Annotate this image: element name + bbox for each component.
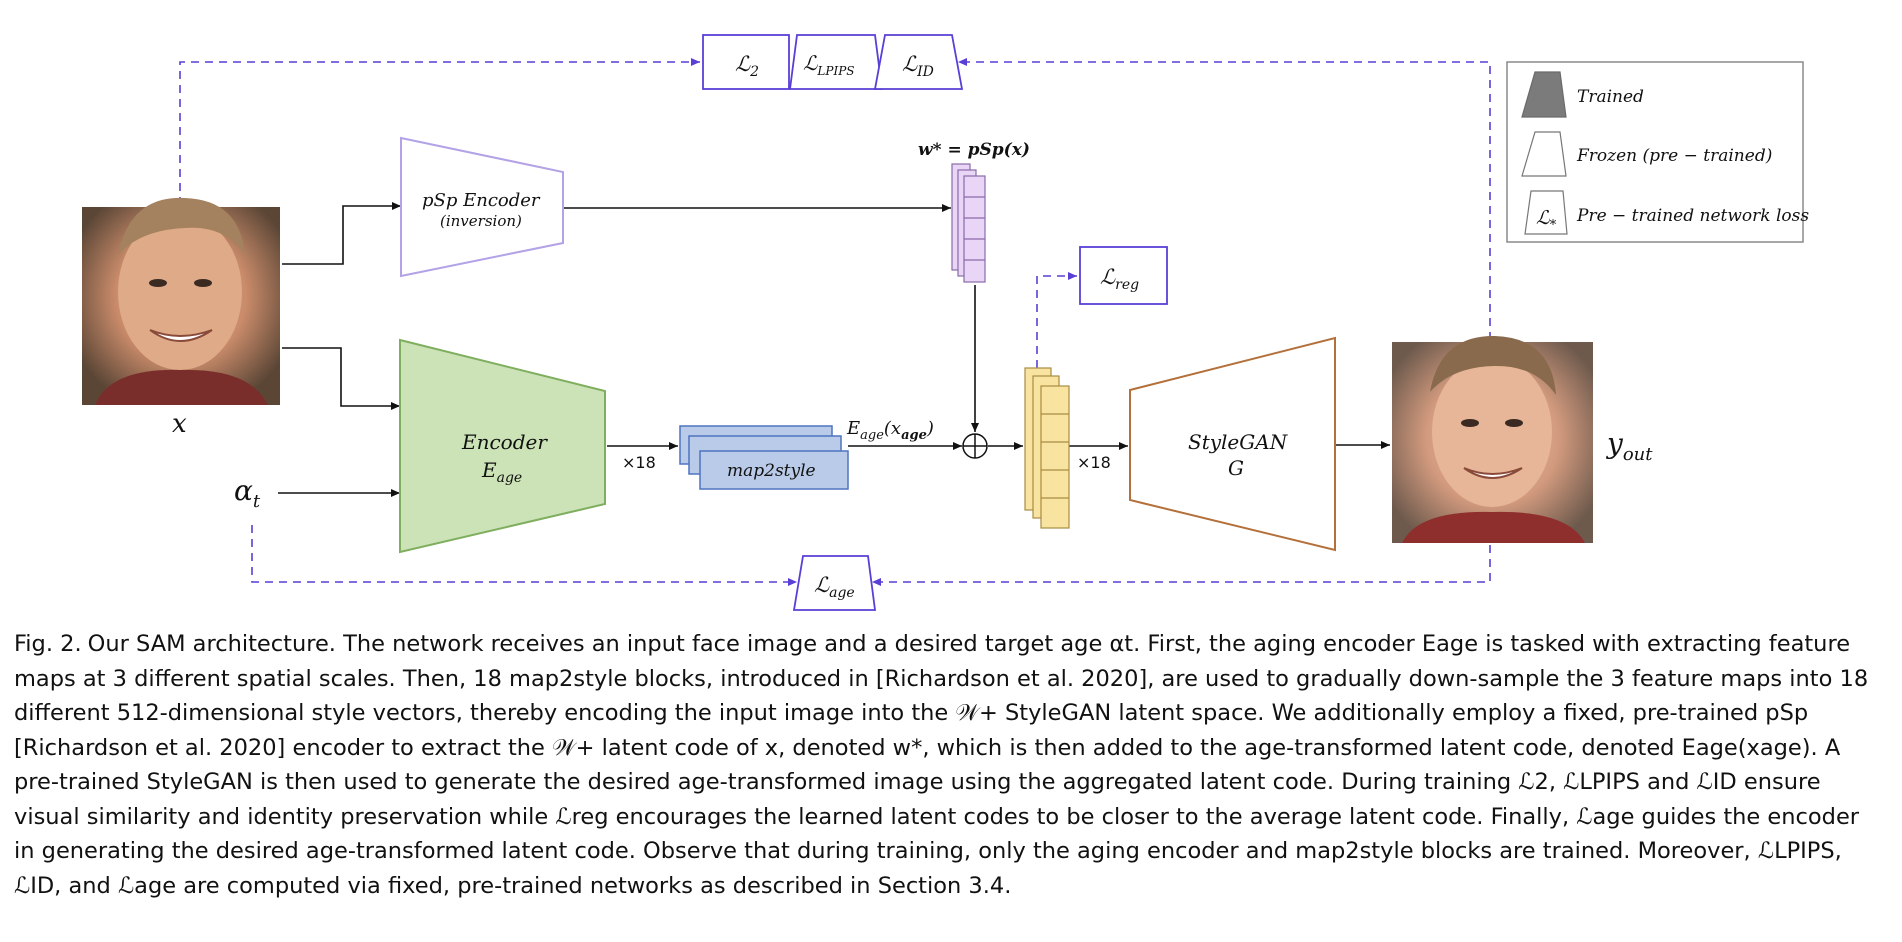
stylegan-generator: StyleGAN G — [1129, 336, 1336, 552]
psp-encoder: pSp Encoder (inversion) — [400, 136, 564, 278]
age-encoder: Encoder Eage — [399, 338, 606, 554]
output-face-image — [1392, 335, 1593, 543]
e-age-label: Eage(xage) — [846, 418, 934, 443]
loss-lage-box: ℒage — [792, 555, 877, 611]
sum-node — [962, 433, 988, 459]
architecture-diagram: ℒ2 ℒLPIPS ℒID Trained Frozen (pre − trai… — [82, 34, 1809, 611]
input-x-label: x — [172, 409, 187, 439]
map2style-label: map2style — [727, 461, 816, 481]
legend-loss-symbol-sub: * — [1550, 218, 1557, 233]
loss-l2-sub: 2 — [749, 64, 759, 80]
stylegan-line1: StyleGAN — [1188, 430, 1289, 454]
x18-right-label: ×18 — [1077, 453, 1111, 472]
loss-lpips-box: ℒLPIPS — [788, 34, 884, 90]
legend-loss-symbol: ℒ — [1536, 207, 1551, 229]
legend-trained-swatch — [1521, 71, 1567, 118]
dashed-loss-connections — [179, 58, 1491, 586]
loss-l2-box: ℒ2 — [702, 34, 790, 90]
w-star-label: w* = pSp(x) — [918, 140, 1030, 160]
legend-frozen-label: Frozen (pre − trained) — [1576, 146, 1772, 166]
w-star-latent-stack — [951, 163, 986, 283]
loss-lpips-symbol: ℒ — [803, 51, 818, 75]
age-encoder-line2: Eage — [481, 458, 522, 486]
svg-text:ℒ*: ℒ* — [1536, 207, 1557, 233]
x18-left-label: ×18 — [622, 453, 656, 472]
loss-lid-box: ℒID — [873, 34, 964, 90]
map2style-blocks — [679, 425, 849, 490]
loss-lpips-sub: LPIPS — [816, 64, 854, 78]
caption-text: Our SAM architecture. The network receiv… — [14, 631, 1869, 899]
loss-lreg-symbol: ℒ — [1100, 265, 1116, 289]
output-y-label: yout — [1605, 427, 1653, 465]
legend-loss-label: Pre − trained network loss — [1576, 206, 1809, 226]
legend-loss-swatch — [1524, 190, 1568, 235]
svg-text:ℒreg: ℒreg — [1100, 265, 1139, 293]
loss-l2-symbol: ℒ — [735, 52, 751, 76]
loss-lid-sub: ID — [916, 64, 934, 80]
svg-text:ℒage: ℒage — [814, 573, 855, 601]
aggregated-latent-stack — [1024, 367, 1070, 529]
legend-trained-label: Trained — [1577, 87, 1644, 107]
svg-text:ℒID: ℒID — [902, 52, 934, 80]
age-encoder-line1: Encoder — [461, 430, 548, 454]
loss-lid-symbol: ℒ — [902, 52, 918, 76]
input-face-image — [82, 197, 280, 405]
figure-caption: Fig. 2.Our SAM architecture. The network… — [14, 627, 1886, 903]
psp-encoder-line2: (inversion) — [440, 212, 522, 230]
figure-number: Fig. 2. — [14, 631, 82, 657]
legend-frozen-swatch — [1521, 131, 1567, 177]
loss-lreg-sub: reg — [1115, 277, 1139, 293]
forward-connections — [278, 202, 1390, 497]
loss-lage-sub: age — [829, 585, 855, 601]
stylegan-line2: G — [1228, 456, 1244, 480]
psp-encoder-line1: pSp Encoder — [422, 190, 541, 211]
loss-lage-symbol: ℒ — [814, 573, 830, 597]
loss-lreg-box: ℒreg — [1079, 246, 1168, 305]
legend: Trained Frozen (pre − trained) ℒ* Pre − … — [1506, 61, 1809, 243]
alpha-label: αt — [234, 474, 261, 512]
svg-text:ℒLPIPS: ℒLPIPS — [803, 51, 854, 78]
svg-text:ℒ2: ℒ2 — [735, 52, 759, 80]
